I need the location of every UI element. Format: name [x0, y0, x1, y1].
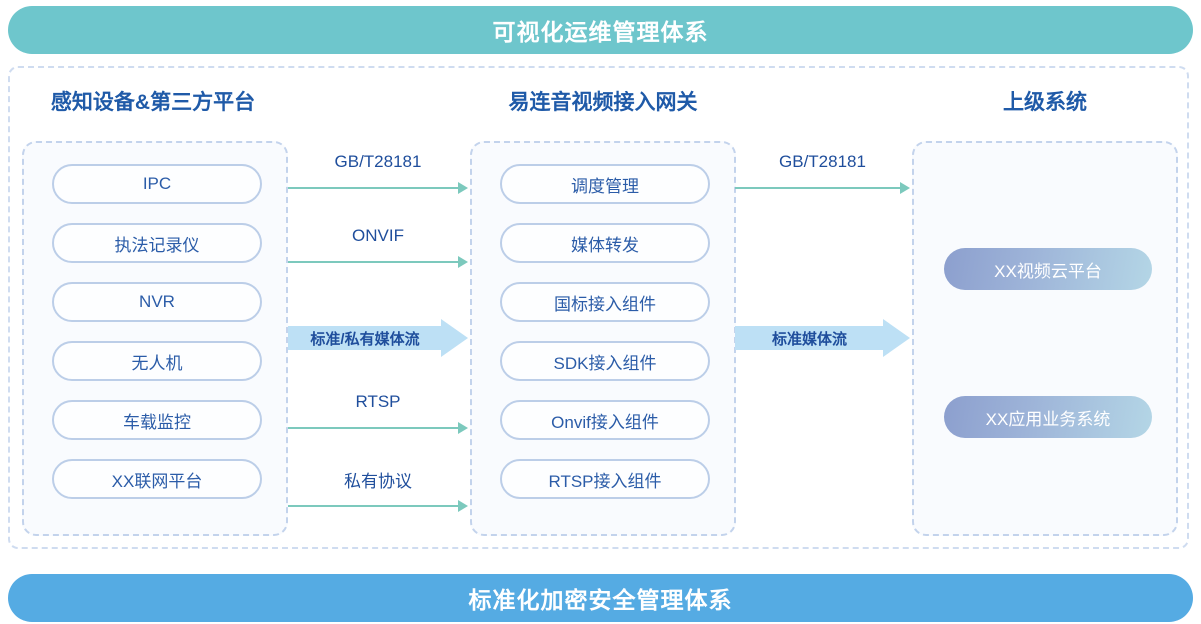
column-header-sensing-devices: 感知设备&第三方平台	[50, 91, 256, 114]
connector-label-rtsp: RTSP	[355, 392, 401, 411]
connector-arrow-standard-private-media-stream: 标准/私有媒体流	[288, 319, 468, 357]
list-item[interactable]: XX联网平台	[52, 459, 262, 499]
list-item[interactable]: IPC	[52, 164, 262, 204]
left-column-box: IPC 执法记录仪 NVR 无人机 车载监控 XX联网平台	[22, 141, 288, 536]
right-column-box: XX视频云平台 XX应用业务系统	[912, 141, 1178, 536]
connector-label-gbt28181-right: GB/T28181	[779, 152, 866, 171]
list-item[interactable]: 国标接入组件	[500, 282, 710, 322]
connector-arrow-gbt28181-right	[735, 182, 910, 194]
list-item[interactable]: 媒体转发	[500, 223, 710, 263]
list-item[interactable]: 执法记录仪	[52, 223, 262, 263]
connector-arrow-onvif	[288, 256, 468, 268]
column-header-upper-system: 上级系统	[1003, 91, 1087, 114]
list-item[interactable]: NVR	[52, 282, 262, 322]
connector-label-standard-private-media-stream: 标准/私有媒体流	[310, 330, 420, 348]
column-header-gateway: 易连音视频接入网关	[508, 91, 698, 114]
top-banner-label: 可视化运维管理体系	[492, 19, 709, 45]
top-banner: 可视化运维管理体系	[8, 6, 1193, 54]
list-item[interactable]: 无人机	[52, 341, 262, 381]
arrow-head-icon	[900, 182, 910, 194]
connector-arrow-gbt28181-left	[288, 182, 468, 194]
arrow-head-icon	[458, 422, 468, 434]
connector-label-standard-media-stream: 标准媒体流	[771, 330, 847, 348]
connector-arrow-private-protocol	[288, 500, 468, 512]
arrow-head-icon	[883, 319, 910, 357]
arrow-shaft	[288, 261, 459, 263]
arrow-shaft	[288, 505, 459, 507]
middle-column-box: 调度管理 媒体转发 国标接入组件 SDK接入组件 Onvif接入组件 RTSP接…	[470, 141, 736, 536]
list-item[interactable]: 车载监控	[52, 400, 262, 440]
list-item[interactable]: XX视频云平台	[944, 248, 1152, 290]
arrow-head-icon	[458, 256, 468, 268]
connector-label-onvif: ONVIF	[352, 226, 404, 245]
list-item[interactable]: RTSP接入组件	[500, 459, 710, 499]
connector-label-gbt28181-left: GB/T28181	[334, 152, 422, 171]
arrow-head-icon	[458, 500, 468, 512]
arrow-shaft	[735, 187, 901, 189]
list-item[interactable]: Onvif接入组件	[500, 400, 710, 440]
list-item[interactable]: SDK接入组件	[500, 341, 710, 381]
arrow-head-icon	[441, 319, 468, 357]
list-item[interactable]: XX应用业务系统	[944, 396, 1152, 438]
connector-arrow-rtsp	[288, 422, 468, 434]
bottom-banner-label: 标准化加密安全管理体系	[468, 587, 733, 613]
arrow-bar	[288, 326, 442, 350]
list-item[interactable]: 调度管理	[500, 164, 710, 204]
bottom-banner: 标准化加密安全管理体系	[8, 574, 1193, 622]
arrow-bar	[735, 326, 884, 350]
diagram-frame	[8, 66, 1189, 549]
connector-arrow-standard-media-stream: 标准媒体流	[735, 319, 910, 357]
connector-label-private-protocol: 私有协议	[344, 472, 412, 491]
arrow-shaft	[288, 427, 459, 429]
arrow-shaft	[288, 187, 459, 189]
arrow-head-icon	[458, 182, 468, 194]
